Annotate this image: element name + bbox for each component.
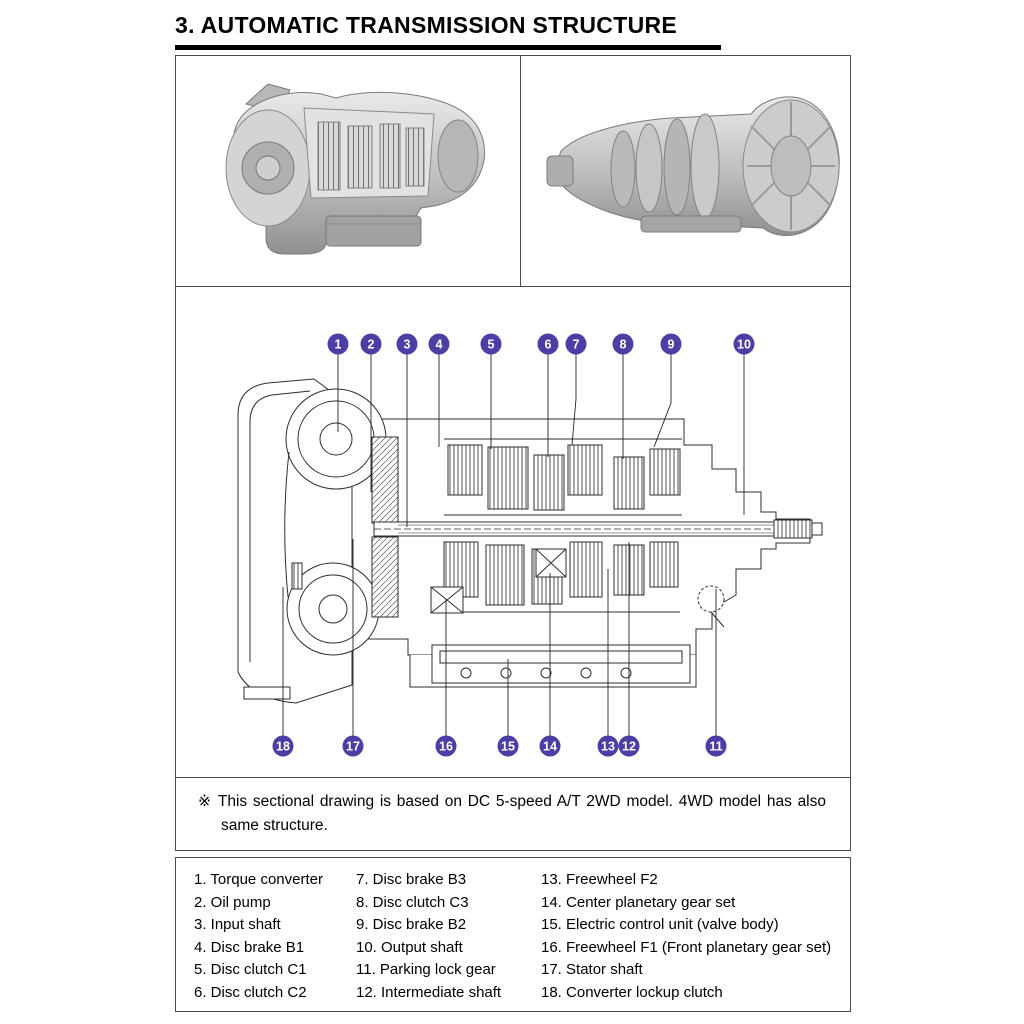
- legend-item: 2. Oil pump: [194, 893, 271, 911]
- callout-11: 11: [705, 735, 727, 757]
- legend-item: 7. Disc brake B3: [356, 871, 467, 888]
- legend-item: 18. Converter lockup clutch: [541, 983, 723, 1001]
- svg-text:6: 6: [545, 338, 552, 352]
- svg-text:13: 13: [601, 740, 615, 754]
- legend-item: 15. Electric control unit (valve body): [541, 916, 779, 933]
- callout-16: 16: [435, 735, 457, 757]
- transmission-photo-right: [546, 96, 840, 236]
- svg-text:17: 17: [346, 740, 360, 754]
- callout-7: 7: [565, 333, 587, 355]
- svg-text:2: 2: [368, 338, 375, 352]
- callout-3: 3: [396, 333, 418, 355]
- sectional-diagram: 1 2 3 4 5 6 7 8 9 10: [237, 333, 823, 757]
- legend-item: 10. Output shaft: [356, 938, 463, 956]
- photo-cell-left: [176, 56, 521, 286]
- transmission-photo-left: [225, 83, 486, 255]
- callout-2: 2: [360, 333, 382, 355]
- svg-text:14: 14: [543, 740, 557, 754]
- photo-cell-right: [521, 56, 851, 286]
- callout-1: 1: [327, 333, 349, 355]
- svg-text:10: 10: [737, 338, 751, 352]
- svg-text:5: 5: [488, 338, 495, 352]
- callout-leader-lines: [282, 354, 745, 736]
- svg-text:1: 1: [335, 338, 342, 352]
- svg-text:11: 11: [709, 740, 722, 754]
- callout-18: 18: [272, 735, 294, 757]
- legend-item: 8. Disc clutch C3: [356, 893, 469, 911]
- note-row: ※ This sectional drawing is based on DC …: [176, 778, 850, 850]
- legend-column-3: 13. Freewheel F2 14. Center planetary ge…: [541, 869, 850, 1011]
- callout-5: 5: [480, 333, 502, 355]
- legend-item: 5. Disc clutch C1: [194, 961, 307, 978]
- legend-column-2: 7. Disc brake B3 8. Disc clutch C3 9. Di…: [356, 869, 541, 1011]
- callout-10: 10: [733, 333, 755, 355]
- legend-item: 16. Freewheel F1 (Front planetary gear s…: [541, 938, 832, 956]
- note-text: ※ This sectional drawing is based on DC …: [198, 793, 827, 835]
- transmission-cross-section: [237, 378, 823, 704]
- svg-text:3: 3: [404, 338, 411, 352]
- svg-text:16: 16: [439, 740, 453, 754]
- svg-text:9: 9: [668, 338, 675, 352]
- svg-text:4: 4: [436, 338, 443, 352]
- callout-17: 17: [342, 735, 364, 757]
- content-table: 1 2 3 4 5 6 7 8 9 10: [175, 55, 851, 852]
- legend-item: 12. Intermediate shaft: [356, 983, 502, 1001]
- legend-item: 13. Freewheel F2: [541, 871, 658, 888]
- note-symbol: ※: [198, 793, 213, 810]
- sectional-diagram-row: 1 2 3 4 5 6 7 8 9 10: [176, 287, 850, 778]
- svg-text:15: 15: [501, 740, 515, 754]
- page-title: 3. AUTOMATIC TRANSMISSION STRUCTURE: [175, 12, 721, 50]
- svg-text:12: 12: [622, 740, 636, 754]
- legend-column-1: 1. Torque converter 2. Oil pump 3. Input…: [194, 869, 356, 1011]
- callout-8: 8: [612, 333, 634, 355]
- parts-legend: 1. Torque converter 2. Oil pump 3. Input…: [175, 857, 851, 1012]
- legend-item: 14. Center planetary gear set: [541, 893, 736, 911]
- legend-item: 1. Torque converter: [194, 871, 323, 888]
- legend-item: 11. Parking lock gear: [356, 961, 496, 978]
- photos-row: [176, 56, 850, 287]
- legend-item: 3. Input shaft: [194, 916, 281, 933]
- legend-item: 4. Disc brake B1: [194, 938, 305, 956]
- legend-item: 6. Disc clutch C2: [194, 983, 307, 1001]
- callout-9: 9: [660, 333, 682, 355]
- callout-15: 15: [497, 735, 519, 757]
- callout-6: 6: [537, 333, 559, 355]
- callout-14: 14: [539, 735, 561, 757]
- callout-4: 4: [428, 333, 450, 355]
- callout-13: 13: [597, 735, 619, 757]
- legend-item: 9. Disc brake B2: [356, 916, 467, 933]
- callout-12: 12: [618, 735, 640, 757]
- svg-text:18: 18: [276, 740, 290, 754]
- svg-text:8: 8: [620, 338, 627, 352]
- svg-text:7: 7: [573, 338, 580, 352]
- legend-item: 17. Stator shaft: [541, 961, 643, 978]
